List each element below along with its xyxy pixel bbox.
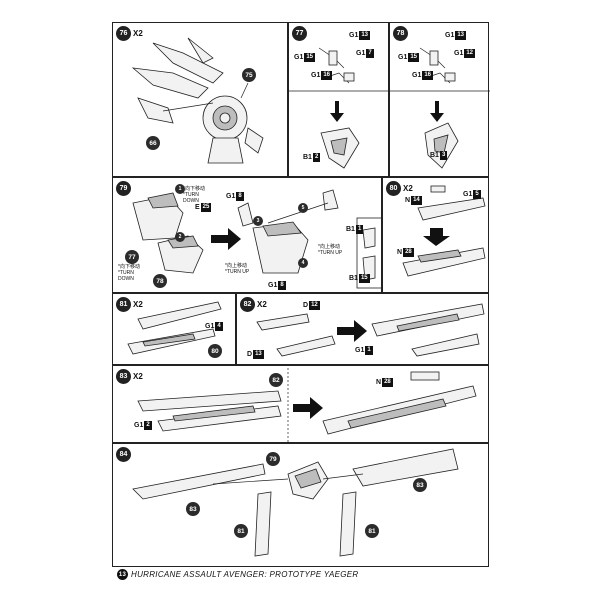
part-callout: 78 [153, 274, 167, 288]
order-marker: 5 [298, 203, 308, 213]
order-marker: 2 [175, 232, 185, 242]
step-80-illustration [402, 185, 486, 277]
part-callout: 79 [266, 452, 280, 466]
page-number: 13 [117, 569, 128, 580]
step-83-illustration [137, 368, 477, 442]
step-number: 79 [116, 181, 131, 196]
part-callout: 80 [208, 344, 222, 358]
step-79-illustration [132, 189, 383, 289]
step-number: 81 [116, 297, 131, 312]
part-callout: 77 [125, 250, 139, 264]
step-number: 78 [393, 26, 408, 41]
part-callout: 83 [413, 478, 427, 492]
step-76-illustration [131, 37, 264, 164]
instruction-note: *向上移动 *TURN UP [225, 263, 250, 275]
step-77-illustration [289, 47, 390, 169]
part-callout: 83 [186, 502, 200, 516]
instruction-note: *向下移动 *TURN DOWN [118, 264, 140, 282]
step-82-illustration [256, 303, 485, 357]
step-number: 84 [116, 447, 131, 462]
order-marker: 4 [298, 258, 308, 268]
step-84-panel: 84 79 83 83 81 81 [112, 443, 489, 567]
step-84-illustration [132, 448, 459, 557]
part-callout: 81 [234, 524, 248, 538]
quantity-label: X2 [133, 300, 143, 309]
instruction-note: *向下移动 *TURN DOWN [183, 186, 205, 204]
step-number: 82 [240, 297, 255, 312]
kit-title: HURRICANE ASSAULT AVENGER: PROTOTYPE YAE… [131, 570, 359, 579]
quantity-label: X2 [403, 184, 413, 193]
order-marker: 1 [175, 184, 185, 194]
step-number: 83 [116, 369, 131, 384]
part-callout: 82 [269, 373, 283, 387]
instruction-note: *向上移动 *TURN UP [318, 244, 343, 256]
step-76-panel: 76 X2 75 66 [112, 22, 288, 177]
step-number: 76 [116, 26, 131, 41]
quantity-label: X2 [133, 372, 143, 381]
part-callout: 81 [365, 524, 379, 538]
part-callout: 75 [242, 68, 256, 82]
quantity-label: X2 [133, 29, 143, 38]
quantity-label: X2 [257, 300, 267, 309]
step-number: 80 [386, 181, 401, 196]
step-81-illustration [127, 301, 222, 355]
order-marker: 3 [253, 216, 263, 226]
page-footer: 13 HURRICANE ASSAULT AVENGER: PROTOTYPE … [117, 569, 358, 580]
part-callout: 66 [146, 136, 160, 150]
step-number: 77 [292, 26, 307, 41]
